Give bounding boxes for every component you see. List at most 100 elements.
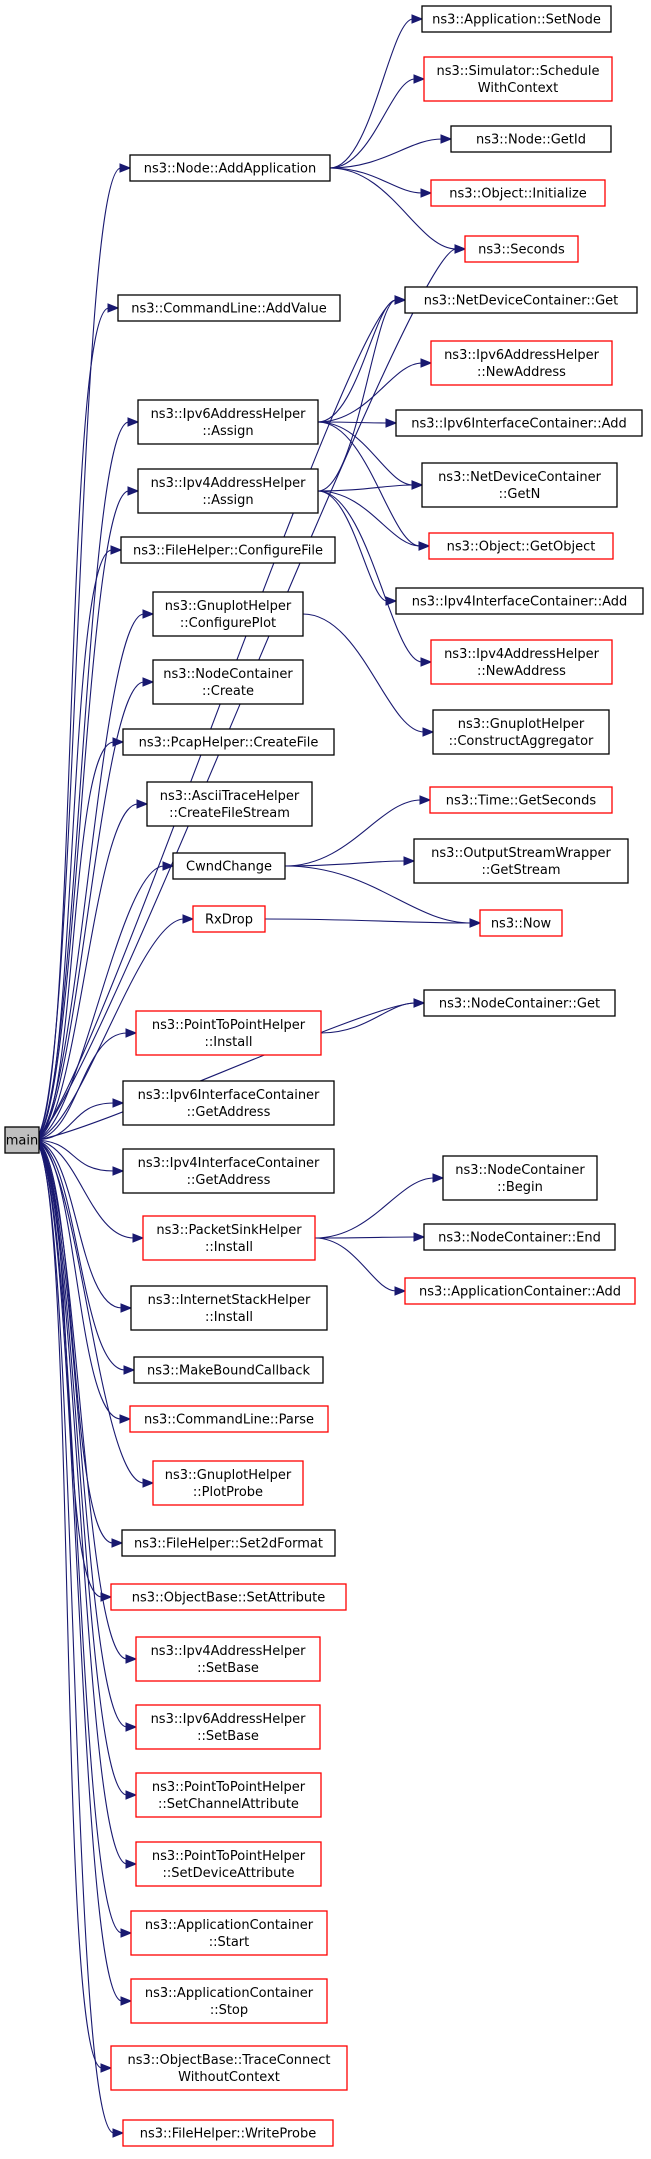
- node-ipv6-assign[interactable]: ns3::Ipv6AddressHelper::Assign: [137, 399, 319, 445]
- call-edge-node-addapp-to-node-getid: [329, 134, 453, 169]
- call-edge-main-to-appc-stop: [32, 1139, 133, 2006]
- node-seconds[interactable]: ns3::Seconds: [464, 235, 579, 263]
- call-edge-main-to-p2p-setdev: [32, 1139, 138, 1869]
- node-box: [395, 587, 644, 615]
- node-ascii-createstream[interactable]: ns3::AsciiTraceHelper::CreateFileStream: [146, 781, 313, 827]
- node-box: [137, 468, 319, 514]
- node-appc-start[interactable]: ns3::ApplicationContainer::Start: [130, 1910, 328, 1956]
- node-ob-traceconnect[interactable]: ns3::ObjectBase::TraceConnectWithoutCont…: [110, 2045, 348, 2091]
- node-box: [479, 909, 563, 937]
- node-box: [146, 781, 313, 827]
- node-ipv6-newaddr[interactable]: ns3::Ipv6AddressHelper::NewAddress: [430, 340, 613, 386]
- node-gp-plotprobe[interactable]: ns3::GnuplotHelper::PlotProbe: [152, 1460, 304, 1506]
- node-box: [135, 1772, 322, 1818]
- node-label: ns3::Object::Initialize: [449, 187, 587, 202]
- node-ndc-get[interactable]: ns3::NetDeviceContainer::Get: [404, 286, 638, 314]
- node-box: [117, 294, 341, 322]
- node-ndc-getn[interactable]: ns3::NetDeviceContainer::GetN: [421, 462, 618, 508]
- node-box: [122, 728, 335, 756]
- call-edge-node-addapp-to-obj-init: [329, 167, 433, 198]
- node-label: ::Create: [202, 684, 254, 699]
- node-label: ::SetBase: [197, 1729, 259, 1744]
- node-box: [404, 286, 638, 314]
- node-ipv4-setbase[interactable]: ns3::Ipv4AddressHelper::SetBase: [135, 1636, 321, 1682]
- node-label: ::Start: [209, 1935, 250, 1950]
- node-nc-begin[interactable]: ns3::NodeContainer::Begin: [442, 1155, 598, 1201]
- node-box: [130, 1910, 328, 1956]
- call-edge-ipv4-assign-to-obj-getobject: [317, 490, 431, 551]
- node-box: [404, 1277, 636, 1305]
- node-label: ns3::ApplicationContainer: [145, 1986, 314, 2001]
- node-ipv4ic-add[interactable]: ns3::Ipv4InterfaceContainer::Add: [395, 587, 644, 615]
- node-nc-create[interactable]: ns3::NodeContainer::Create: [152, 659, 304, 705]
- node-time-getseconds[interactable]: ns3::Time::GetSeconds: [429, 786, 613, 814]
- node-cmd-addvalue[interactable]: ns3::CommandLine::AddValue: [117, 294, 341, 322]
- node-box: [129, 154, 331, 182]
- node-nc-end[interactable]: ns3::NodeContainer::End: [423, 1223, 616, 1251]
- node-box: [423, 56, 613, 102]
- node-label: ns3::ApplicationContainer: [145, 1918, 314, 1933]
- node-box: [129, 1405, 329, 1433]
- node-label: ns3::Ipv6AddressHelper: [444, 348, 600, 363]
- call-edge-ipv6-assign-to-ipv6-newaddr: [317, 358, 433, 423]
- node-ipv6ic-getaddr[interactable]: ns3::Ipv6InterfaceContainer::GetAddress: [122, 1080, 335, 1126]
- node-ipv6-setbase[interactable]: ns3::Ipv6AddressHelper::SetBase: [135, 1704, 321, 1750]
- node-fh-set2d[interactable]: ns3::FileHelper::Set2dFormat: [121, 1529, 336, 1557]
- node-app-setnode[interactable]: ns3::Application::SetNode: [421, 5, 612, 33]
- node-cwndchange[interactable]: CwndChange: [172, 852, 286, 880]
- node-appc-stop[interactable]: ns3::ApplicationContainer::Stop: [130, 1978, 328, 2024]
- call-edge-main-to-psh-install: [32, 1139, 145, 1243]
- node-rxdrop[interactable]: RxDrop: [192, 905, 266, 933]
- node-box: [130, 1285, 328, 1331]
- node-fh-configfile[interactable]: ns3::FileHelper::ConfigureFile: [120, 536, 336, 564]
- node-box: [464, 235, 579, 263]
- node-label: ns3::GnuplotHelper: [165, 599, 292, 614]
- node-p2p-setdev[interactable]: ns3::PointToPointHelper::SetDeviceAttrib…: [135, 1841, 322, 1887]
- node-label: ns3::NodeContainer: [455, 1163, 585, 1178]
- node-label: ns3::PcapHelper::CreateFile: [139, 736, 319, 751]
- node-obj-getobject[interactable]: ns3::Object::GetObject: [428, 532, 614, 560]
- node-now[interactable]: ns3::Now: [479, 909, 563, 937]
- node-box: [152, 1460, 304, 1506]
- node-label: ns3::PacketSinkHelper: [156, 1223, 302, 1238]
- node-makebound[interactable]: ns3::MakeBoundCallback: [133, 1356, 324, 1384]
- node-label: ns3::Ipv4AddressHelper: [151, 476, 307, 491]
- node-nc-get[interactable]: ns3::NodeContainer::Get: [423, 989, 616, 1017]
- node-box: [122, 1080, 335, 1126]
- call-edge-ipv4-assign-to-ipv4-newaddr: [317, 490, 433, 667]
- node-box: [450, 125, 612, 153]
- node-node-getid[interactable]: ns3::Node::GetId: [450, 125, 612, 153]
- node-psh-install[interactable]: ns3::PacketSinkHelper::Install: [142, 1215, 316, 1261]
- node-osw-getstream[interactable]: ns3::OutputStreamWrapper::GetStream: [413, 838, 629, 884]
- node-label: ns3::Seconds: [478, 243, 565, 258]
- node-cmd-parse[interactable]: ns3::CommandLine::Parse: [129, 1405, 329, 1433]
- node-label: ns3::Object::GetObject: [447, 540, 596, 555]
- node-p2p-install[interactable]: ns3::PointToPointHelper::Install: [135, 1010, 322, 1056]
- node-pcap-createfile[interactable]: ns3::PcapHelper::CreateFile: [122, 728, 335, 756]
- node-label: ns3::Ipv4InterfaceContainer: [138, 1156, 320, 1171]
- node-fh-writeprobe[interactable]: ns3::FileHelper::WriteProbe: [122, 2119, 334, 2147]
- node-ipv6ic-add[interactable]: ns3::Ipv6InterfaceContainer::Add: [395, 409, 643, 437]
- node-label: ns3::Application::SetNode: [432, 13, 601, 28]
- node-ish-install[interactable]: ns3::InternetStackHelper::Install: [130, 1285, 328, 1331]
- node-ob-setattr[interactable]: ns3::ObjectBase::SetAttribute: [110, 1583, 347, 1611]
- call-edge-gp-configplot-to-gp-construct: [302, 613, 435, 737]
- node-label: ns3::Ipv6InterfaceContainer::Add: [411, 417, 627, 432]
- node-ipv4-assign[interactable]: ns3::Ipv4AddressHelper::Assign: [137, 468, 319, 514]
- call-edge-node-addapp-to-app-setnode: [329, 14, 424, 169]
- node-ipv4-newaddr[interactable]: ns3::Ipv4AddressHelper::NewAddress: [430, 639, 613, 685]
- node-label: ns3::Ipv6AddressHelper: [151, 1712, 307, 1727]
- node-gp-configplot[interactable]: ns3::GnuplotHelper::ConfigurePlot: [152, 591, 304, 637]
- node-node-addapp[interactable]: ns3::Node::AddApplication: [129, 154, 331, 182]
- node-ipv4ic-getaddr[interactable]: ns3::Ipv4InterfaceContainer::GetAddress: [122, 1148, 335, 1194]
- node-box: [429, 786, 613, 814]
- call-edge-main-to-ipv6-assign: [32, 417, 140, 1141]
- node-gp-construct[interactable]: ns3::GnuplotHelper::ConstructAggregator: [432, 709, 610, 755]
- node-p2p-setchan[interactable]: ns3::PointToPointHelper::SetChannelAttri…: [135, 1772, 322, 1818]
- node-main[interactable]: main: [4, 1126, 40, 1154]
- node-appc-add[interactable]: ns3::ApplicationContainer::Add: [404, 1277, 636, 1305]
- node-box: [135, 1841, 322, 1887]
- node-box: [122, 1148, 335, 1194]
- node-obj-init[interactable]: ns3::Object::Initialize: [430, 179, 606, 207]
